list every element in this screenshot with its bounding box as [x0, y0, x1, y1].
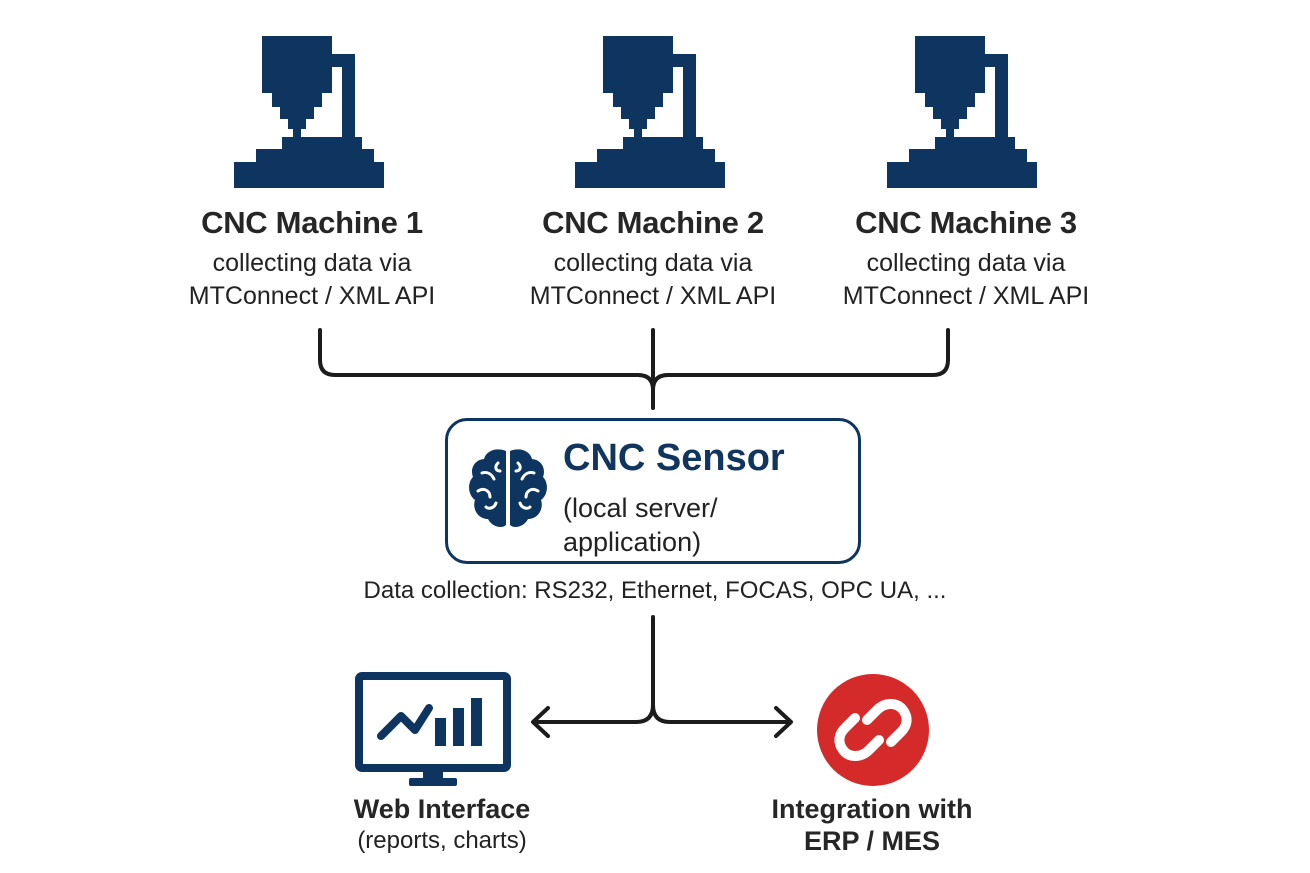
cnc-sensor-box: CNC Sensor (local server/ application) — [445, 418, 861, 564]
machine-1-desc-line2: MTConnect / XML API — [188, 282, 436, 310]
machine-3-label: CNC Machine 3 collecting data via MTConn… — [796, 205, 1136, 313]
machine-2-desc-line2: MTConnect / XML API — [529, 282, 777, 310]
cnc-machine-1-icon — [234, 36, 384, 188]
web-interface-title: Web Interface — [353, 794, 531, 824]
machine-2-title: CNC Machine 2 — [542, 205, 764, 240]
integration-label: Integration with ERP / MES — [730, 793, 1014, 857]
machine-2-label: CNC Machine 2 collecting data via MTConn… — [483, 205, 823, 313]
cnc-machine-2-icon — [575, 36, 725, 188]
integration-title-line1: Integration with — [771, 794, 973, 824]
web-interface-subtitle: (reports, charts) — [357, 827, 527, 854]
sensor-sub-line2: application) — [563, 527, 702, 557]
machine-2-desc-line1: collecting data via — [553, 249, 753, 277]
protocols-text: Data collection: RS232, Ethernet, FOCAS,… — [363, 577, 947, 604]
brain-icon — [469, 449, 547, 527]
machine-3-desc-line2: MTConnect / XML API — [842, 282, 1090, 310]
machine-1-label: CNC Machine 1 collecting data via MTConn… — [142, 205, 482, 313]
sensor-sub-line1: (local server/ — [563, 493, 718, 523]
monitor-chart-icon — [355, 672, 511, 786]
machine-3-title: CNC Machine 3 — [855, 205, 1077, 240]
machine-3-desc-line1: collecting data via — [866, 249, 1066, 277]
machine-1-title: CNC Machine 1 — [201, 205, 423, 240]
machine-1-desc-line1: collecting data via — [212, 249, 412, 277]
link-icon — [817, 674, 929, 786]
integration-title-line2: ERP / MES — [803, 826, 941, 856]
arrow-left — [531, 706, 550, 738]
sensor-title: CNC Sensor — [563, 437, 785, 479]
web-interface-label: Web Interface (reports, charts) — [300, 793, 584, 857]
cnc-machine-3-icon — [887, 36, 1037, 188]
sensor-subtitle: (local server/ application) — [563, 491, 718, 559]
arrow-right — [774, 706, 793, 738]
